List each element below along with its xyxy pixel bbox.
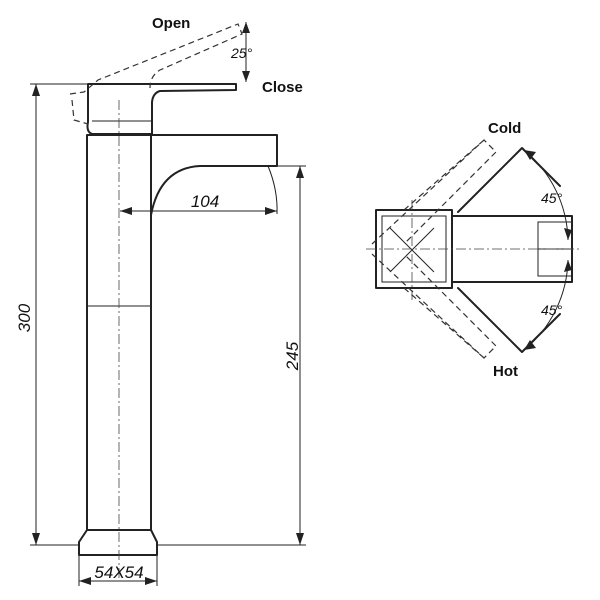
lever-angle-arrow-top [242,22,250,33]
top-ghost-cold [371,139,497,245]
lever-handle-open [69,23,243,95]
cold-angle-arc [523,149,569,241]
dim-245-label: 245 [283,341,302,371]
hot-angle-arc [523,259,569,351]
lever-angle-label: 25° [230,45,253,61]
dim-300-arrow-bottom [32,533,40,545]
cold-label: Cold [488,120,521,137]
faucet-base [78,529,158,556]
top-handle-cold [457,147,561,213]
dim-245-arrow-bottom [296,533,304,545]
open-label: Open [152,15,190,32]
lever-angle-arrow-bottom [242,71,250,82]
dim-245-arrow-top [296,166,304,178]
dim-300-arrow-top [32,84,40,96]
side-view: 300 245 104 54X54 25° Open Close [15,15,306,586]
top-view: 45° 45° Cold Hot [366,120,580,380]
cold-angle-label: 45° [541,190,563,206]
lever-handle-open-back [71,99,89,125]
faucet-spout [150,134,278,216]
top-ghost-hot [371,253,497,359]
close-label: Close [262,79,303,96]
dim-300-label: 300 [15,303,34,332]
top-handle-hot [457,287,561,353]
dim-104-arrow-right [265,207,277,215]
hot-arc-arrow-end [524,340,536,350]
dim-base-label: 54X54 [94,563,143,582]
lever-handle-closed [86,83,237,135]
cold-arc-arrow-end [564,228,572,240]
dim-104-arrow-left [120,207,132,215]
cold-arc-arrow [524,150,536,160]
hot-angle-label: 45° [541,302,563,318]
dim-base-arrow-right [145,577,157,585]
hot-arc-arrow [564,260,572,272]
hot-label: Hot [493,363,518,380]
dim-104-label: 104 [191,192,219,211]
spout-tip-curve [267,165,278,215]
dim-base-arrow-left [79,577,91,585]
